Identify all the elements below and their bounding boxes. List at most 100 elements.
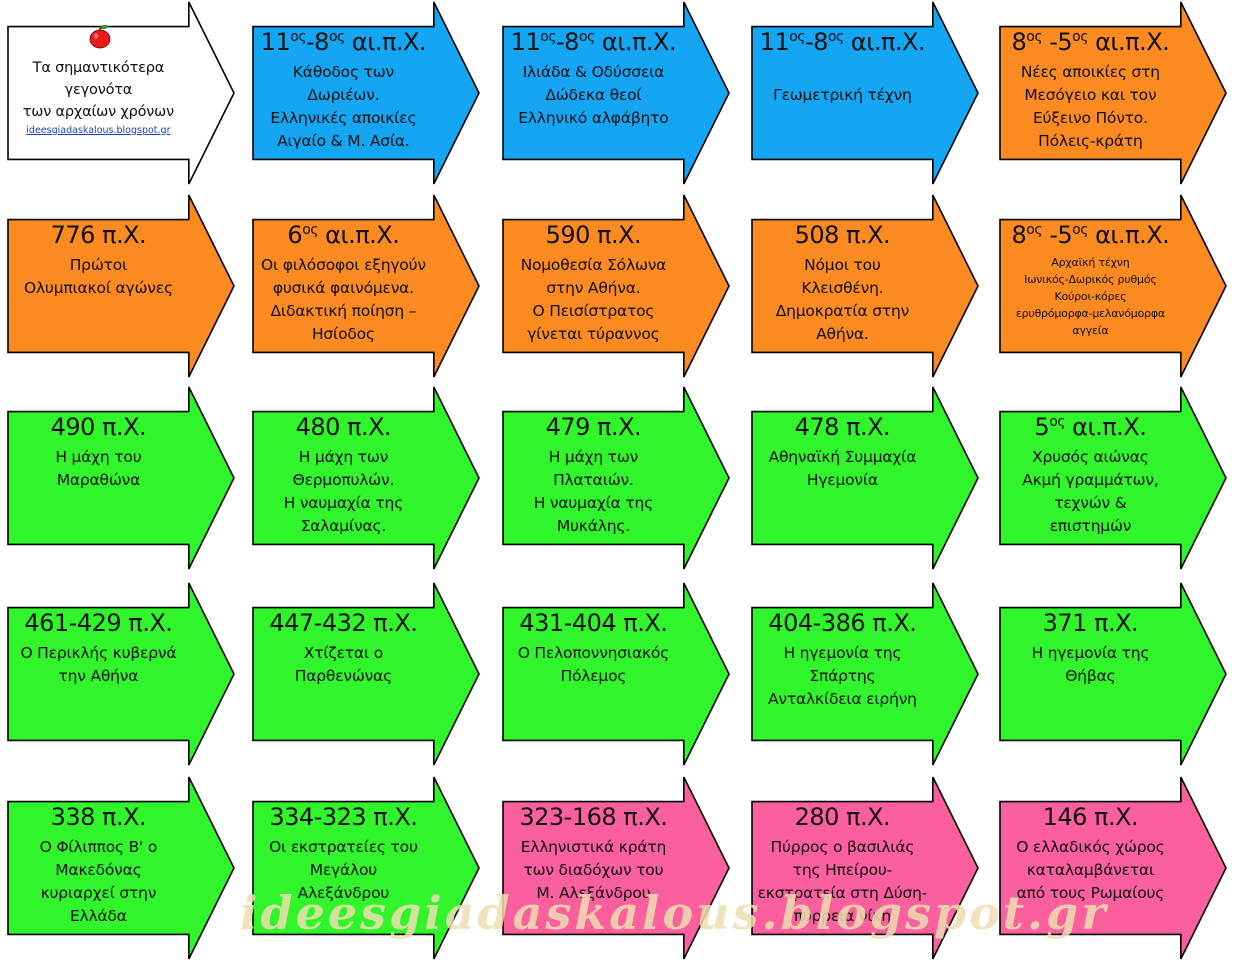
- event-text: Ο Πεισίστρατος: [532, 301, 655, 320]
- arrow-shape: [751, 386, 979, 570]
- event-date: 479 π.Χ.: [545, 412, 642, 441]
- event-text: Αιγαίο & Μ. Ασία.: [277, 131, 410, 150]
- event-text: Πύρρος ο βασιλιάς: [770, 837, 915, 856]
- timeline-arrow: 461-429 π.Χ. Ο Περικλής κυβερνά την Αθήνα: [7, 582, 235, 766]
- title-arrow-shape: [7, 1, 235, 185]
- event-text: Πόλεις-κράτη: [1038, 131, 1143, 150]
- event-text: Ελλάδα: [69, 906, 127, 925]
- event-date: 11ος-8ος αι.π.Χ.: [759, 27, 926, 56]
- event-text: στην Αθήνα.: [546, 278, 641, 297]
- arrow-shape: [7, 582, 235, 766]
- arrow-shape: [7, 194, 235, 378]
- event-text: κυριαρχεί στην: [40, 883, 157, 902]
- event-text: της Ηπείρου-: [792, 860, 893, 879]
- event-text: Αρχαϊκή τέχνη: [1051, 255, 1130, 269]
- event-date: 508 π.Χ.: [794, 220, 891, 249]
- event-text: Ολυμπιακοί αγώνες: [23, 278, 173, 297]
- arrow-shape: [252, 776, 480, 960]
- event-text: Οι εκστρατείες του: [269, 837, 418, 856]
- event-text: Μαραθώνα: [56, 470, 141, 489]
- event-text: αγγεία: [1072, 323, 1109, 337]
- arrow-shape: [7, 776, 235, 960]
- event-text: Πρώτοι: [69, 255, 128, 274]
- event-text: Δώδεκα θεοί: [545, 85, 642, 104]
- event-date: 8ος -5ος αι.π.Χ.: [1011, 27, 1170, 56]
- event-text: Κούροι-κόρες: [1054, 289, 1127, 303]
- event-text: Αθηναϊκή Συμμαχία: [768, 447, 917, 466]
- event-text: Ακμή γραμμάτων,: [1022, 470, 1159, 489]
- event-text: Κάθοδος των: [292, 62, 394, 81]
- event-text: Οι φιλόσοφοι εξηγούν: [260, 255, 426, 274]
- event-date: 776 π.Χ.: [50, 220, 147, 249]
- event-text: Μεγάλου: [309, 860, 378, 879]
- event-text: Νόμοι του: [804, 255, 881, 274]
- event-date: 478 π.Χ.: [794, 412, 891, 441]
- event-date: 461-429 π.Χ.: [24, 608, 173, 637]
- event-text: Αλεξάνδρου: [297, 883, 390, 902]
- event-text: ερυθρόμορφα-μελανόμορφα: [1015, 306, 1165, 320]
- event-text: Σπάρτης: [809, 666, 876, 685]
- event-text: Μακεδόνας: [55, 860, 142, 879]
- event-date: 371 π.Χ.: [1042, 608, 1139, 637]
- event-date: 11ος-8ος αι.π.Χ.: [260, 27, 427, 56]
- event-text: γίνεται τύραννος: [527, 324, 660, 343]
- arrow-shape: [502, 582, 730, 766]
- arrow-shape: [751, 1, 979, 185]
- event-date: 590 π.Χ.: [545, 220, 642, 249]
- event-text: Μεσόγειο και τον: [1024, 85, 1157, 104]
- event-text: επιστημών: [1049, 516, 1132, 535]
- arrow-shape: [751, 582, 979, 766]
- event-text: Θήβας: [1065, 666, 1116, 685]
- event-text: Ο Πελοποννησιακός: [517, 643, 670, 662]
- event-date: 11ος-8ος αι.π.Χ.: [510, 27, 677, 56]
- event-text: Σαλαμίνας.: [300, 516, 387, 535]
- event-text: Η ηγεμονία της: [1031, 643, 1150, 662]
- event-text: Ο Περικλής κυβερνά: [20, 643, 177, 662]
- event-text: Γεωμετρική τέχνη: [773, 85, 912, 104]
- event-text: Μ. Αλεξάνδρου: [536, 883, 651, 902]
- arrow-shape: [999, 386, 1227, 570]
- arrow-shape: [999, 582, 1227, 766]
- event-text: Κλεισθένη.: [801, 278, 884, 297]
- arrow-shape: [252, 582, 480, 766]
- event-date: 6ος αι.π.Χ.: [287, 220, 400, 249]
- event-text: από τους Ρωμαίους: [1016, 883, 1165, 902]
- event-text: Μυκάλης.: [556, 516, 630, 535]
- arrow-shape: [751, 776, 979, 960]
- event-text: τεχνών &: [1054, 493, 1127, 512]
- arrow-shape: [502, 1, 730, 185]
- arrow-shape: [252, 1, 480, 185]
- arrow-shape: [751, 194, 979, 378]
- event-date: 334-323 π.Χ.: [269, 802, 418, 831]
- event-text: Νέες αποικίες στη: [1020, 62, 1160, 81]
- event-text: Η ναυμαχία της: [533, 493, 654, 512]
- event-text: των διαδόχων του: [523, 860, 664, 879]
- event-text: Ελληνικές αποικίες: [270, 108, 417, 127]
- event-text: Ελληνιστικά κράτη: [520, 837, 667, 856]
- arrow-shape: [502, 776, 730, 960]
- blog-link[interactable]: ideesgiadaskalous.blogspot.gr: [26, 124, 171, 136]
- event-date: 5ος αι.π.Χ.: [1034, 412, 1147, 441]
- event-date: 404-386 π.Χ.: [768, 608, 917, 637]
- event-date: 338 π.Χ.: [50, 802, 147, 831]
- arrow-shape: [252, 386, 480, 570]
- event-text: πύρρεια νίκη: [793, 906, 891, 925]
- arrow-shape: [502, 194, 730, 378]
- event-date: 280 π.Χ.: [794, 802, 891, 831]
- timeline-arrow: 11ος-8ος αι.π.Χ. Γεωμετρική τέχνη: [751, 1, 979, 185]
- event-text: την Αθήνα: [58, 666, 139, 685]
